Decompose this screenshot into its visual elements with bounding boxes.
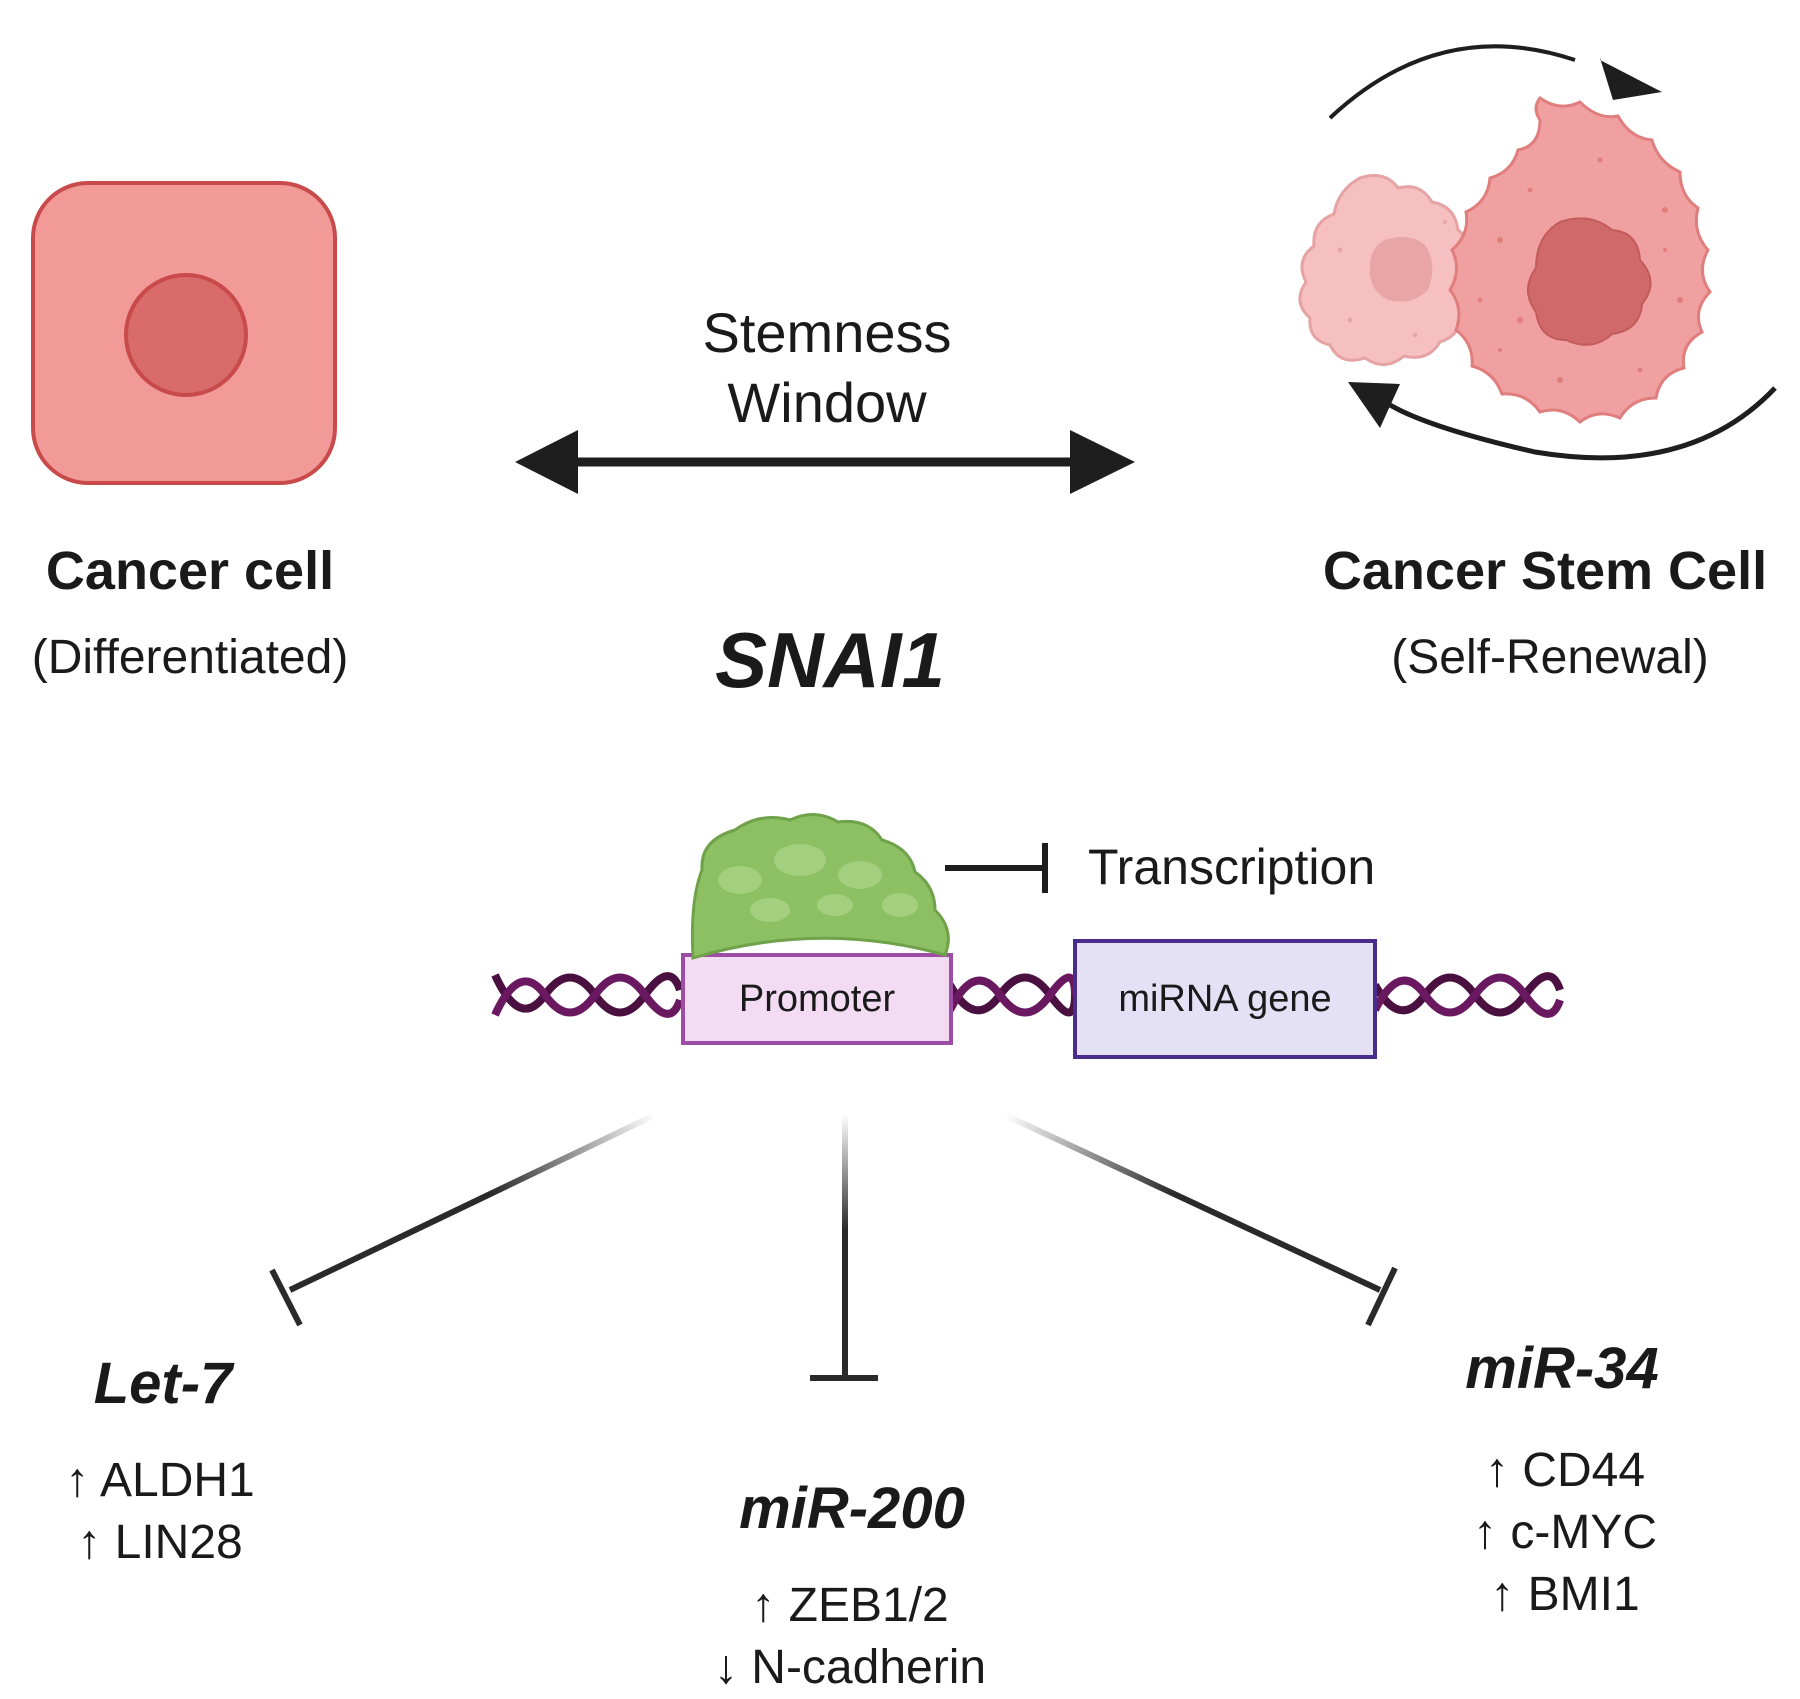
cancer-cell-title: Cancer cell	[45, 541, 335, 601]
renewal-arrowhead-top	[1600, 58, 1662, 100]
promoter-box	[681, 953, 953, 1045]
effect-item: ↑ LIN28	[77, 1516, 243, 1569]
cancer-cell-subtitle: (Differentiated)	[31, 631, 349, 684]
self-renewal-arrows	[1328, 44, 1777, 461]
mirna-gene-label: miRNA gene	[1118, 977, 1332, 1020]
target-name-mir200: miR-200	[739, 1476, 965, 1541]
effect-item: ↑ CD44	[1484, 1444, 1646, 1497]
renewal-arrow-bottom	[1388, 386, 1777, 461]
target-effects-mir34: ↑ CD44 ↑ c-MYC ↑ BMI1	[1473, 1440, 1657, 1626]
effect-item: ↑ ZEB1/2	[751, 1579, 949, 1632]
effect-item: ↓ N-cadherin	[713, 1641, 987, 1694]
mirna-gene-box	[1073, 939, 1377, 1059]
target-name-let7: Let-7	[93, 1351, 233, 1416]
renewal-arrow-top	[1328, 44, 1576, 120]
renewal-arrowhead-bottom	[1348, 382, 1400, 428]
target-effects-let7: ↑ ALDH1 ↑ LIN28	[65, 1450, 254, 1574]
target-effects-mir200: ↑ ZEB1/2 ↓ N-cadherin	[714, 1575, 986, 1699]
effect-item: ↑ ALDH1	[65, 1454, 255, 1507]
gene-name-snai1: SNAI1	[715, 616, 945, 704]
window-label-line2: Window	[727, 371, 927, 434]
target-name-mir34: miR-34	[1465, 1336, 1659, 1401]
inhibition-let7	[269, 1112, 657, 1327]
inhibition-mir200	[810, 1115, 878, 1381]
effect-item: ↑ BMI1	[1490, 1568, 1640, 1621]
cancer-stem-cell-subtitle: (Self-Renewal)	[1391, 631, 1709, 684]
window-label-line1: Stemness	[702, 301, 952, 364]
cancer-stem-cell-icon	[1298, 95, 1712, 424]
effect-item: ↑ c-MYC	[1473, 1506, 1657, 1559]
transcription-label: Transcription	[1088, 839, 1376, 895]
dna-helix	[491, 972, 1564, 1018]
promoter-label: Promoter	[738, 977, 896, 1020]
transcription-inhibition-line	[945, 843, 1048, 893]
cancer-stem-cell-title: Cancer Stem Cell	[1322, 541, 1768, 601]
stemness-double-arrow	[515, 430, 1135, 494]
cancer-cell-icon	[31, 181, 337, 485]
inhibition-mir34	[1003, 1112, 1398, 1327]
snai1-protein-icon	[690, 813, 950, 960]
